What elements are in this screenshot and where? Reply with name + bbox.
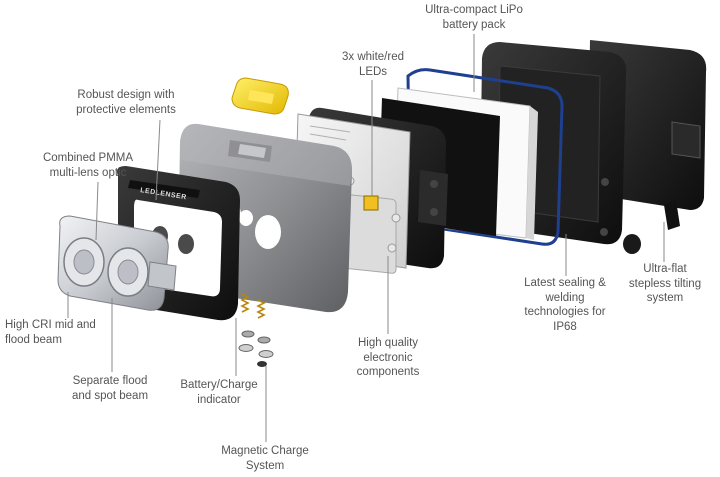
label-charge-indicator: Battery/Charge indicator [180,379,258,406]
label-electronics: High quality electronic components [356,337,420,378]
switch-button [231,77,289,115]
label-sealing: Latest sealing & welding technologies fo… [524,277,606,333]
label-battery-pack: Ultra-compact LiPo battery pack [425,4,523,31]
label-high-cri: High CRI mid and flood beam [5,319,96,346]
label-flood-spot: Separate flood and spot beam [71,375,149,402]
label-optic: Combined PMMA multi-lens optic [42,152,134,179]
leader-lines [67,34,665,442]
tilting-knob [623,234,641,254]
label-tilting: Ultra-flat stepless tilting system [628,263,702,304]
label-leds: 3x white/red LEDs [341,51,404,78]
label-robust-design: Robust design with protective elements [76,89,176,116]
lens-optic [57,215,177,311]
magnetic-charge-contacts [238,293,274,367]
label-magnetic-charge: Magnetic Charge System [221,445,309,472]
